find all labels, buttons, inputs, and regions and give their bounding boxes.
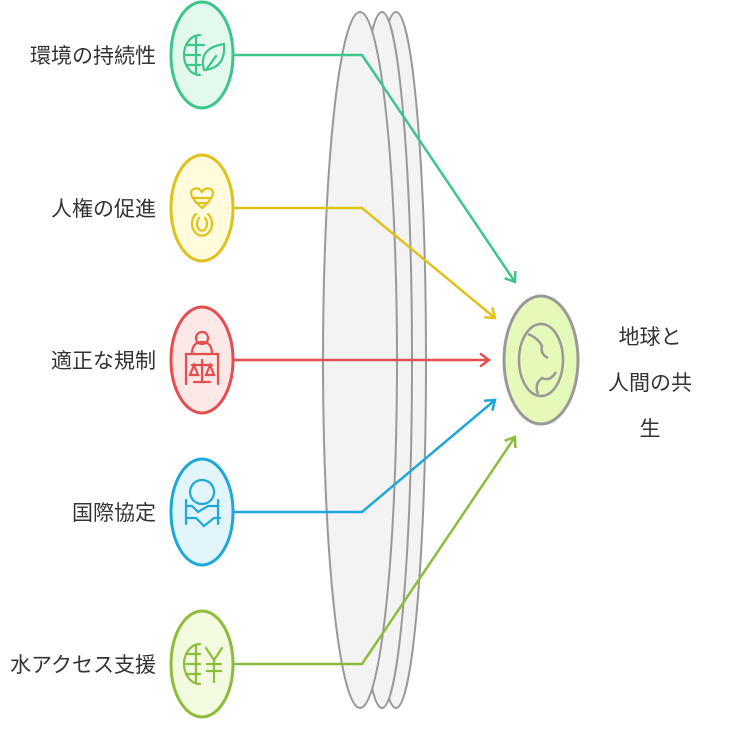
input-node [169, 305, 235, 415]
input-label: 水アクセス支援 [10, 653, 156, 677]
input-node [169, 457, 235, 567]
input-label: 環境の持続性 [30, 44, 156, 68]
input-label: 国際協定 [72, 501, 156, 525]
goal-label: 地球と 人間の共生 [600, 314, 700, 452]
judge-scales-icon [184, 330, 220, 386]
goal-label-line1: 地球と [618, 325, 682, 349]
input-node [169, 153, 235, 263]
globe-icon [517, 322, 565, 398]
input-label: 人権の促進 [51, 197, 156, 221]
heart-ring-icon [190, 187, 214, 237]
globe-leaf-icon [182, 33, 226, 77]
input-node [169, 609, 235, 719]
globe-yen-icon [182, 642, 224, 686]
goal-label-line2: 人間の共生 [608, 371, 692, 441]
connector-arrow [233, 53, 517, 284]
connector-arrow [233, 206, 497, 320]
connector-arrow [233, 398, 497, 514]
input-label: 適正な規制 [51, 349, 156, 373]
globe-handshake-icon [184, 478, 222, 528]
goal-node [502, 294, 580, 426]
connector-arrow [233, 435, 517, 666]
input-node [169, 0, 235, 110]
connector-arrow [233, 352, 492, 368]
